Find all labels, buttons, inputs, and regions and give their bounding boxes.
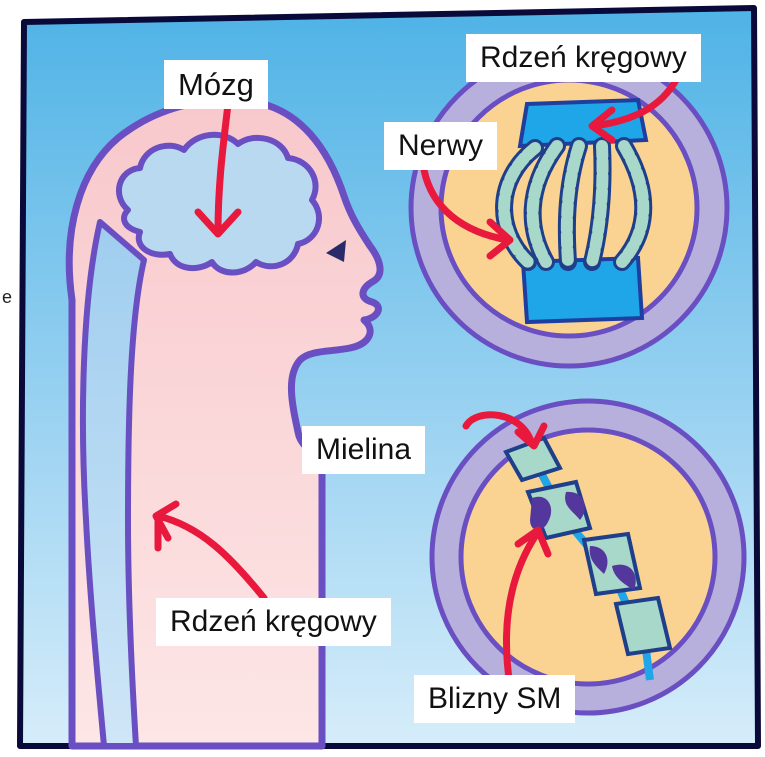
myelin-crosssection-circle bbox=[432, 401, 744, 713]
cropped-edge-text: e bbox=[2, 288, 12, 306]
label-nerves: Nerwy bbox=[384, 122, 497, 170]
label-ms-scars: Blizny SM bbox=[414, 675, 575, 723]
label-spinal-cord-body: Rdzeń kręgowy bbox=[156, 598, 391, 646]
label-brain: Mózg bbox=[164, 60, 268, 109]
label-spinal-cord-top: Rdzeń kręgowy bbox=[466, 34, 701, 82]
nerve-crosssection-circle bbox=[411, 50, 727, 366]
label-myelin: Mielina bbox=[302, 426, 425, 474]
